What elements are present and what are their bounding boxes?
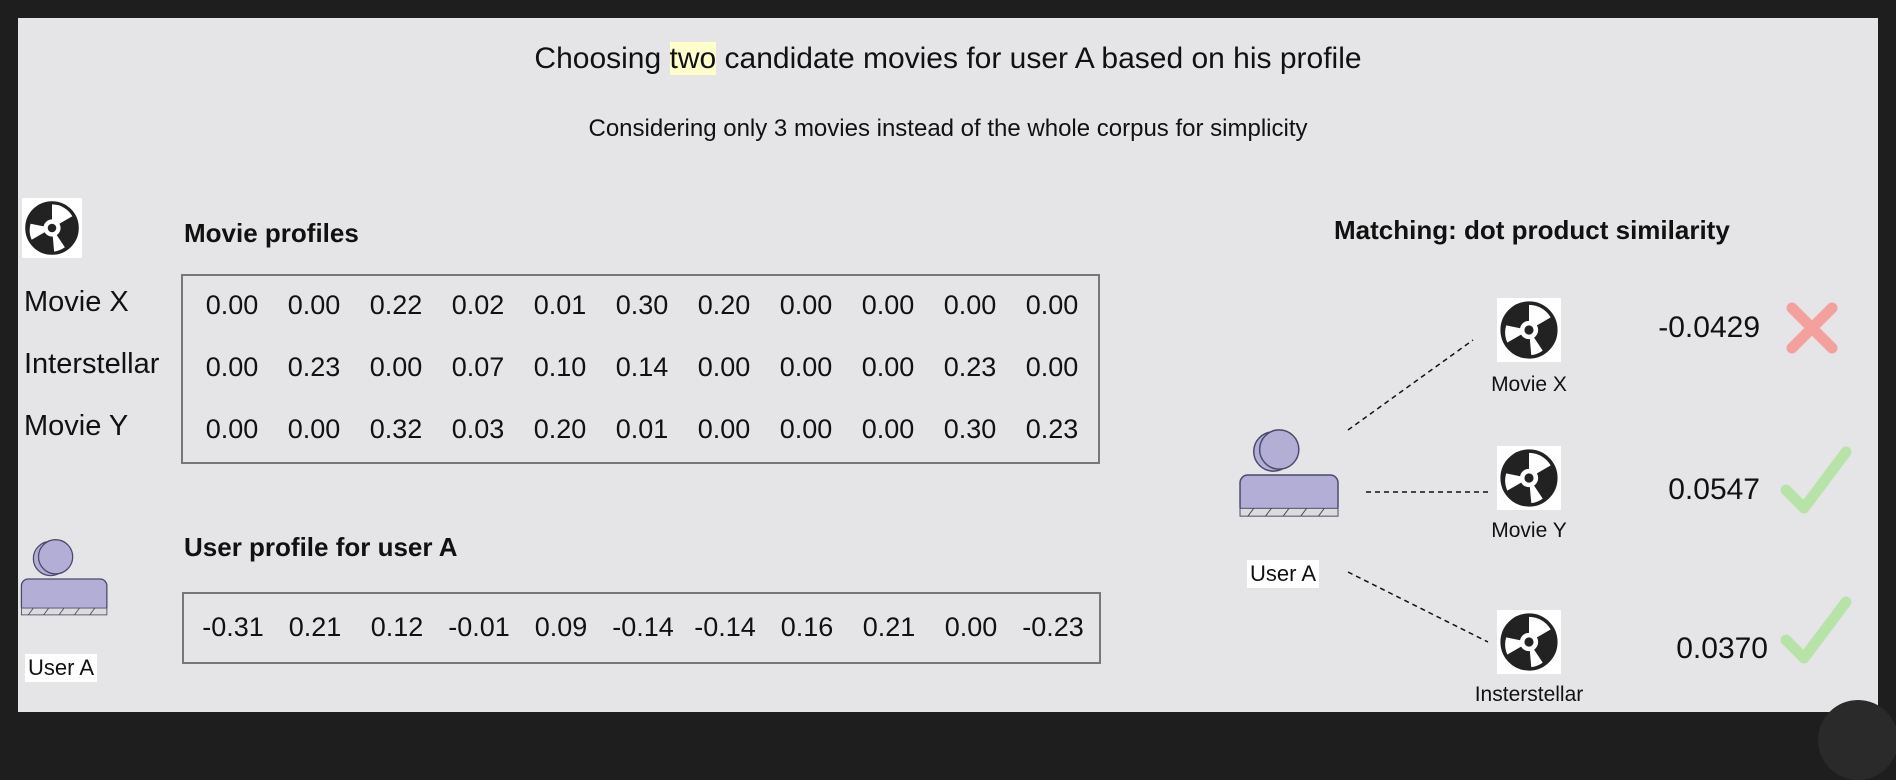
movie-profile-cell: 0.00 (861, 414, 915, 444)
movie-profile-cell: 0.14 (615, 352, 669, 382)
title-after: candidate movies for user A based on his… (716, 42, 1362, 75)
movie-profile-cell: 0.22 (369, 290, 423, 320)
user-profile-cell: 0.16 (780, 612, 834, 642)
movie-profile-cell: 0.00 (697, 414, 751, 444)
score-movie-x: -0.0429 (1658, 311, 1760, 344)
user-icon (1239, 429, 1339, 517)
movie-profile-cell: 0.20 (533, 414, 587, 444)
movie-profile-cell: 0.00 (287, 414, 341, 444)
checkmark-icon (1780, 596, 1852, 664)
title-highlight: two (669, 42, 717, 75)
user-profile-cell: 0.21 (288, 612, 342, 642)
user-profile-cell: 0.21 (862, 612, 916, 642)
title-before: Choosing (534, 42, 670, 75)
movie-profile-cell: 0.30 (615, 290, 669, 320)
movie-profile-cell: 0.02 (451, 290, 505, 320)
user-profile-cell: 0.00 (944, 612, 998, 642)
user-profile-cell: -0.23 (1022, 612, 1084, 642)
page-subtitle: Considering only 3 movies instead of the… (588, 115, 1308, 142)
user-profile-cell: -0.31 (202, 612, 264, 642)
movie-y-caption: Movie Y (1491, 519, 1567, 542)
scroll-button[interactable] (1818, 700, 1896, 780)
connector-interstellar (1347, 571, 1489, 643)
movie-profile-cell: 0.00 (1025, 290, 1079, 320)
matching-user-caption: User A (1247, 560, 1320, 588)
movie-profile-cell: 0.00 (205, 414, 259, 444)
movie-profile-cell: 0.01 (615, 414, 669, 444)
score-movie-y: 0.0547 (1668, 473, 1760, 506)
film-reel-icon (1497, 298, 1561, 362)
diagram-canvas: Choosing two candidate movies for user A… (18, 18, 1878, 712)
movie-profile-cell: 0.00 (943, 290, 997, 320)
user-profile-heading: User profile for user A (184, 532, 458, 562)
connector-lines (1347, 339, 1489, 643)
page-title: Choosing two candidate movies for user A… (18, 42, 1878, 76)
user-profile-cell: -0.14 (694, 612, 756, 642)
row-label-interstellar: Interstellar (24, 348, 160, 380)
movie-profile-cell: 0.23 (943, 352, 997, 382)
interstellar-caption: Insterstellar (1474, 683, 1584, 706)
movie-profile-cell: 0.00 (779, 352, 833, 382)
movie-profile-cell: 0.00 (861, 352, 915, 382)
user-profile-cell: 0.12 (370, 612, 424, 642)
movie-profile-cell: 0.00 (697, 352, 751, 382)
movie-profile-table (181, 274, 1100, 464)
score-interstellar: 0.0370 (1676, 632, 1768, 665)
row-label-movie-x: Movie X (24, 286, 129, 318)
movie-profile-cell: 0.00 (779, 414, 833, 444)
movie-profile-cell: 0.03 (451, 414, 505, 444)
movie-profile-cell: 0.00 (1025, 352, 1079, 382)
movie-profile-cell: 0.00 (369, 352, 423, 382)
cross-icon (1786, 302, 1838, 354)
user-profile-cell: -0.14 (612, 612, 674, 642)
user-profile-cell: 0.09 (534, 612, 588, 642)
movie-profile-cell: 0.00 (205, 352, 259, 382)
film-reel-icon (1497, 446, 1561, 510)
movie-profile-cell: 0.00 (779, 290, 833, 320)
checkmark-icon (1780, 446, 1852, 514)
user-profile-table (182, 592, 1101, 664)
movie-profile-cell: 0.00 (287, 290, 341, 320)
movie-profile-cell: 0.20 (697, 290, 751, 320)
movie-profile-cell: 0.23 (287, 352, 341, 382)
movie-profiles-heading: Movie profiles (184, 218, 359, 248)
film-reel-icon (1497, 610, 1561, 674)
row-label-movie-y: Movie Y (24, 410, 129, 442)
movie-profile-cell: 0.30 (943, 414, 997, 444)
matching-heading: Matching: dot product similarity (1334, 215, 1730, 245)
movie-profile-cell: 0.10 (533, 352, 587, 382)
movie-profile-cell: 0.32 (369, 414, 423, 444)
movie-x-caption: Movie X (1491, 373, 1567, 396)
movie-profile-cell: 0.23 (1025, 414, 1079, 444)
movie-profile-cell: 0.01 (533, 290, 587, 320)
movie-profile-cell: 0.00 (205, 290, 259, 320)
user-a-caption: User A (25, 654, 98, 682)
movie-profile-cell: 0.07 (451, 352, 505, 382)
connector-movie-x (1347, 339, 1474, 431)
movie-profile-cell: 0.00 (861, 290, 915, 320)
user-profile-cell: -0.01 (448, 612, 510, 642)
